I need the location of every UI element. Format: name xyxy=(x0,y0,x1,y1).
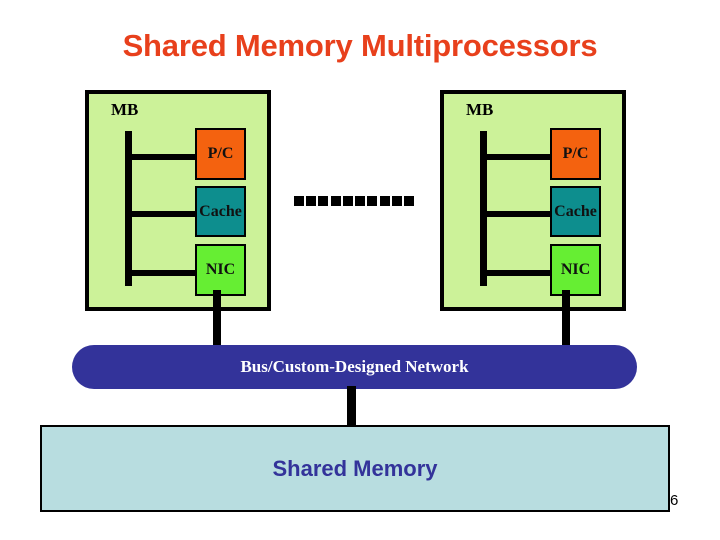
ellipsis-dot xyxy=(367,195,378,206)
link-network-to-shared-memory xyxy=(347,386,356,427)
motherboard-label-right: MB xyxy=(466,100,494,119)
internal-bus-bar-left xyxy=(125,131,132,286)
link-bus-to-pc-left xyxy=(125,154,197,160)
ellipsis-more-nodes xyxy=(294,195,414,206)
ellipsis-dot xyxy=(342,195,353,206)
node-group-right: MB P/C Cache NIC xyxy=(440,90,626,311)
component-cache-right: Cache xyxy=(550,186,601,237)
link-nic-to-network-left xyxy=(213,290,221,348)
ellipsis-dot xyxy=(379,195,390,206)
link-bus-to-cache-left xyxy=(125,211,197,217)
link-nic-to-network-right xyxy=(562,290,570,348)
ellipsis-dot xyxy=(330,195,341,206)
link-bus-to-cache-right xyxy=(480,211,552,217)
component-pc-left: P/C xyxy=(195,128,246,180)
network-bus-bar: Bus/Custom-Designed Network xyxy=(72,345,637,389)
ellipsis-dot xyxy=(391,195,402,206)
component-nic-left: NIC xyxy=(195,244,246,296)
motherboard-label-left: MB xyxy=(111,100,139,119)
page-number: 6 xyxy=(670,492,679,509)
ellipsis-dot xyxy=(403,195,414,206)
component-cache-left: Cache xyxy=(195,186,246,237)
ellipsis-dot xyxy=(306,195,317,206)
component-nic-right: NIC xyxy=(550,244,601,296)
page-title: Shared Memory Multiprocessors xyxy=(122,28,598,63)
ellipsis-dot xyxy=(355,195,366,206)
ellipsis-dot xyxy=(318,195,329,206)
ellipsis-dot xyxy=(294,195,304,206)
link-bus-to-nic-left xyxy=(125,270,197,276)
component-pc-right: P/C xyxy=(550,128,601,180)
node-group-left: MB P/C Cache NIC xyxy=(85,90,271,311)
shared-memory-block: Shared Memory xyxy=(40,425,670,512)
link-bus-to-nic-right xyxy=(480,270,552,276)
internal-bus-bar-right xyxy=(480,131,487,286)
link-bus-to-pc-right xyxy=(480,154,552,160)
